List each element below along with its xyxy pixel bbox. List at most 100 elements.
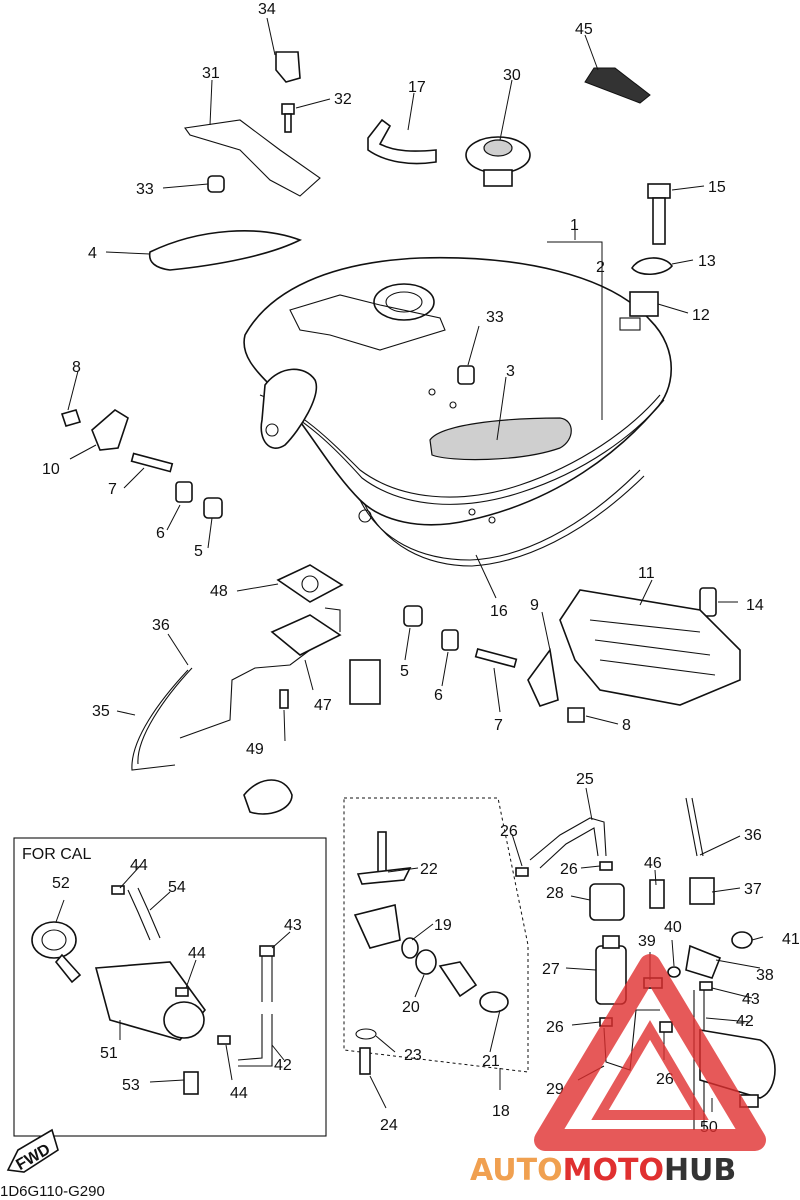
sender-47 [270, 614, 381, 705]
callout-26: 26 [560, 861, 578, 878]
callout-16: 16 [490, 603, 508, 620]
grommet-33b [457, 365, 475, 385]
leader-lines [55, 17, 764, 1112]
callout-5: 5 [400, 663, 409, 680]
cal-hose-54 [127, 887, 161, 941]
fwd-arrow-icon [6, 1128, 59, 1173]
callout-26: 26 [500, 823, 518, 840]
collar-12 [629, 291, 659, 317]
plate [438, 961, 478, 998]
callout-33: 33 [136, 181, 154, 198]
callout-44: 44 [130, 857, 148, 874]
callout-36: 36 [152, 617, 170, 634]
callout-8: 8 [72, 359, 81, 376]
callout-4: 4 [88, 245, 97, 262]
collar-6-right [441, 629, 459, 651]
oring-19 [401, 937, 419, 959]
callout-42: 42 [274, 1057, 292, 1074]
damper-5-left [203, 497, 223, 519]
cal-inset-frame [13, 837, 327, 1137]
watermark-auto: AUTO [470, 1153, 563, 1188]
callout-6: 6 [156, 525, 165, 542]
bolt-32 [281, 103, 295, 133]
callout-37: 37 [744, 881, 762, 898]
callout-44: 44 [230, 1085, 248, 1102]
bracket-10 [91, 409, 129, 451]
cal-clip-44-a [111, 885, 125, 895]
callout-48: 48 [210, 583, 228, 600]
callout-6: 6 [434, 687, 443, 704]
strap-17 [367, 118, 437, 165]
canister [243, 779, 293, 815]
callout-39: 39 [638, 933, 656, 950]
cap-41 [731, 931, 753, 949]
cal-canister-51 [94, 961, 207, 1041]
callout-24: 24 [380, 1117, 398, 1134]
callout-13: 13 [698, 253, 716, 270]
callout-44: 44 [188, 945, 206, 962]
callout-27: 27 [542, 961, 560, 978]
callout-12: 12 [692, 307, 710, 324]
callout-31: 31 [202, 65, 220, 82]
bracket-9 [527, 647, 559, 707]
bolt-15 [647, 183, 671, 245]
callout-26: 26 [656, 1071, 674, 1088]
hose-35 [131, 669, 189, 771]
clip-26-b [599, 861, 613, 871]
bolt-49 [279, 689, 289, 709]
callout-42: 42 [736, 1013, 754, 1030]
collar-6-left [175, 481, 193, 503]
callout-29: 29 [546, 1081, 564, 1098]
callout-47: 47 [314, 697, 332, 714]
callout-8: 8 [622, 717, 631, 734]
label-45 [584, 67, 651, 104]
svg-text:AUTOMOTOHUB: AUTOMOTOHUB [470, 1153, 736, 1188]
callout-38: 38 [756, 967, 774, 984]
callout-49: 49 [246, 741, 264, 758]
inset-title: FOR CAL [22, 846, 91, 863]
clip-26-d [659, 1021, 673, 1033]
callout-17: 17 [408, 79, 426, 96]
callout-40: 40 [664, 919, 682, 936]
callout-53: 53 [122, 1077, 140, 1094]
watermark-inner-triangle-icon [591, 1020, 709, 1120]
washer-40 [667, 966, 681, 978]
callout-25: 25 [576, 771, 594, 788]
cal-clip-43 [259, 945, 275, 957]
bolt-7-right [474, 647, 518, 669]
callout-21: 21 [482, 1053, 500, 1070]
petcock-22 [353, 831, 412, 949]
hose-36 [685, 797, 698, 857]
gasket-48 [276, 564, 344, 603]
filter-27 [595, 935, 627, 1005]
screw-24 [359, 1047, 371, 1075]
callout-43: 43 [284, 917, 302, 934]
collar-14 [699, 587, 717, 617]
callout-23: 23 [404, 1047, 422, 1064]
callout-35: 35 [92, 703, 110, 720]
callout-22: 22 [420, 861, 438, 878]
callout-19: 19 [434, 917, 452, 934]
callout-18: 18 [492, 1103, 510, 1120]
clip-26-a [515, 867, 529, 877]
valve-37 [689, 877, 715, 905]
callout-52: 52 [52, 875, 70, 892]
callout-7: 7 [108, 481, 117, 498]
grommet-33 [207, 175, 225, 193]
watermark-logo: AUTOMOTOHUB [470, 954, 766, 1188]
clip-43 [699, 981, 713, 991]
callout-14: 14 [746, 597, 764, 614]
nut-8-left [60, 409, 82, 427]
cal-clip-44-c [217, 1035, 231, 1045]
cal-clip-44-b [175, 987, 189, 997]
hose-25 [529, 817, 607, 861]
callout-51: 51 [100, 1045, 118, 1062]
callout-2: 2 [596, 259, 605, 276]
bracket-31 [184, 119, 321, 197]
callout-7: 7 [494, 717, 503, 734]
callout-28: 28 [546, 885, 564, 902]
watermark-hub: HUB [664, 1153, 736, 1188]
bracket-38 [685, 944, 722, 979]
